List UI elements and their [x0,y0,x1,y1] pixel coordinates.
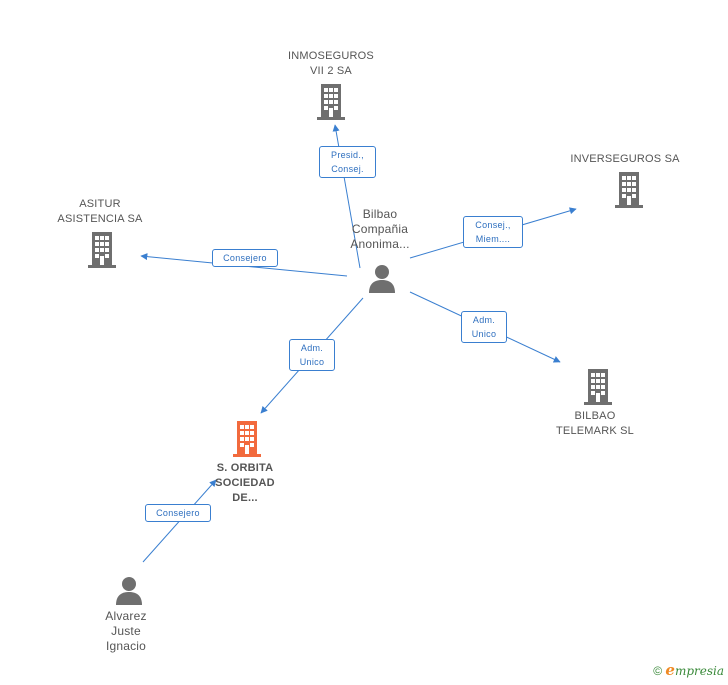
node-label-inmoseguros[interactable]: INMOSEGUROS VII 2 SA [288,50,374,77]
empresia-watermark: © empresia [653,661,724,679]
node-label-asitur[interactable]: ASITUR ASISTENCIA SA [57,198,143,225]
alvarez-person-icon[interactable] [116,577,142,605]
copyright-symbol: © [653,664,663,678]
edge-label-adm-unico-telemark: Adm. Unico [461,311,507,343]
bilbao-telemark-building-icon[interactable] [584,369,612,405]
edge-label-consej-miem: Consej., Miem.... [463,216,523,248]
node-label-inverseguros[interactable]: INVERSEGUROS SA [570,153,680,165]
edge-label-presid: Presid., Consej. [319,146,376,178]
edge-label-adm-unico-orbita: Adm. Unico [289,339,335,371]
bilbao-compania-person-icon[interactable] [369,265,395,293]
orbita-building-icon[interactable] [233,421,261,457]
inmoseguros-building-icon[interactable] [317,84,345,120]
node-label-bilbao-compania[interactable]: Bilbao Compañia Anonima... [350,207,410,251]
edge-label-consejero-asitur: Consejero [212,249,278,267]
edge-label-consejero-orbita: Consejero [145,504,211,522]
inverseguros-building-icon[interactable] [615,172,643,208]
node-label-bilbao-telemark[interactable]: BILBAO TELEMARK SL [555,410,634,437]
asitur-building-icon[interactable] [88,232,116,268]
empresia-logo: empresia [665,661,724,679]
node-label-alvarez[interactable]: Alvarez Juste Ignacio [105,609,147,653]
node-label-orbita[interactable]: S. ORBITA SOCIEDAD DE... [215,462,275,504]
